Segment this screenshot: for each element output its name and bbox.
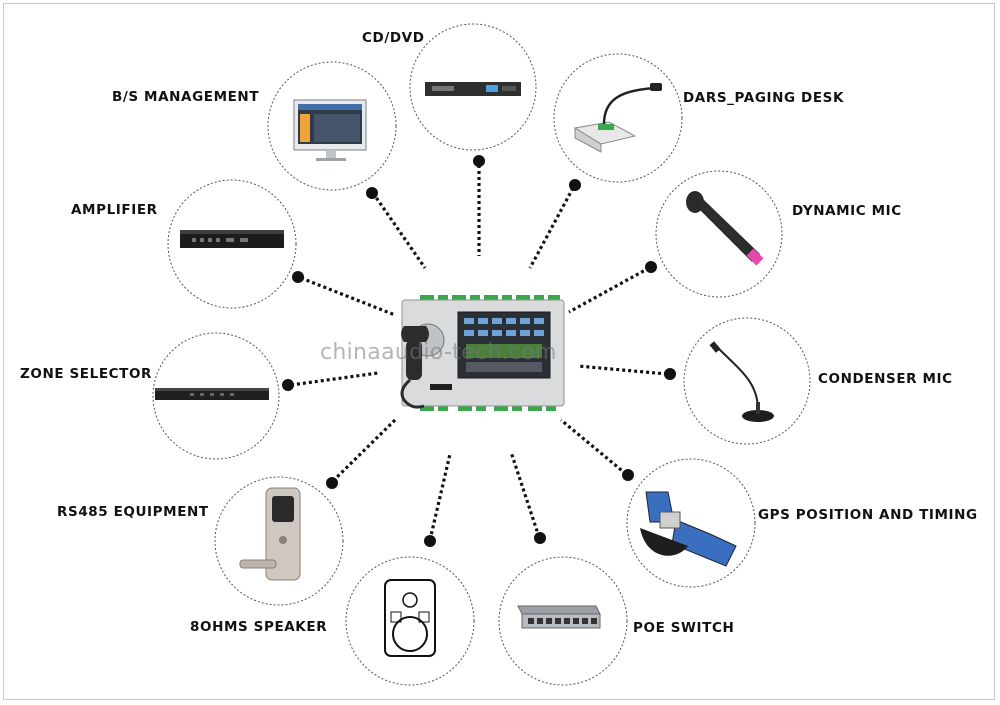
endpoint-amplifier	[292, 271, 304, 283]
endpoint-cd-dvd	[473, 155, 485, 167]
connector-dars	[528, 187, 575, 269]
label-gps: GPS POSITION AND TIMING	[758, 507, 978, 523]
diagram-frame	[3, 3, 995, 700]
label-poe-switch: POE SWITCH	[633, 620, 735, 636]
node-circle-rs485	[214, 476, 344, 606]
label-amplifier: AMPLIFIER	[71, 202, 158, 218]
node-circle-dynamic-mic	[655, 170, 783, 298]
label-speaker: 8OHMS SPEAKER	[190, 619, 328, 635]
endpoint-rs485	[326, 477, 338, 489]
label-rs485: RS485 EQUIPMENT	[57, 504, 209, 520]
endpoint-poe	[534, 532, 546, 544]
amplifier-icon	[180, 230, 284, 248]
node-circle-condenser-mic	[683, 317, 811, 445]
paging-desk-icon	[573, 83, 662, 153]
label-zone-selector: ZONE SELECTOR	[20, 366, 153, 382]
endpoint-dars	[569, 179, 581, 191]
condenser-mic-icon	[709, 341, 774, 422]
endpoint-speaker	[424, 535, 436, 547]
connector-dynamic-mic	[568, 266, 650, 314]
node-circle-amplifier	[167, 179, 297, 309]
connector-zone	[290, 371, 379, 387]
speaker-icon	[384, 579, 436, 657]
node-circle-bs	[267, 61, 397, 191]
satellite-icon	[640, 491, 737, 567]
endpoint-condenser-mic	[664, 368, 676, 380]
watermark-text: chinaaudio-tech.com	[320, 340, 557, 365]
connector-rs485	[331, 418, 397, 483]
connector-bs	[371, 192, 427, 269]
label-condenser-mic: CONDENSER MIC	[818, 371, 953, 387]
node-circle-dars	[553, 53, 683, 183]
label-bs-management: B/S MANAGEMENT	[112, 89, 260, 105]
connector-poe	[509, 451, 541, 538]
connector-gps	[559, 418, 628, 476]
endpoint-dynamic-mic	[645, 261, 657, 273]
endpoint-zone	[282, 379, 294, 391]
connector-condenser-mic	[577, 364, 668, 376]
label-dars-paging-desk: DARS_PAGING DESK	[683, 90, 845, 106]
label-cd-dvd: CD/DVD	[362, 30, 425, 46]
node-circle-gps	[626, 458, 756, 588]
endpoint-bs	[366, 187, 378, 199]
node-circle-speaker	[345, 556, 475, 686]
label-dynamic-mic: DYNAMIC MIC	[792, 203, 902, 219]
dvd-player-icon	[425, 82, 521, 96]
connector-speaker	[428, 453, 452, 541]
door-lock-icon	[239, 487, 301, 581]
connector-amplifier	[300, 276, 396, 317]
endpoint-gps	[622, 469, 634, 481]
rack-unit-icon	[155, 388, 269, 400]
central-controller-icon	[400, 295, 565, 411]
dynamic-mic-icon	[686, 191, 764, 266]
node-circle-poe	[498, 556, 628, 686]
node-circle-cd-dvd	[409, 23, 537, 151]
network-switch-icon	[517, 605, 601, 629]
node-circle-zone	[152, 332, 280, 460]
monitor-icon	[293, 99, 367, 161]
